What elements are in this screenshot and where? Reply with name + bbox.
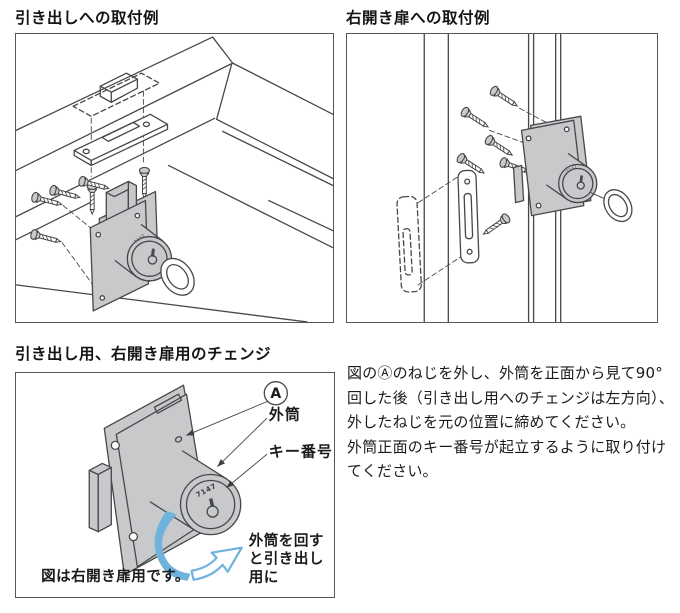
screw-icon: [138, 166, 150, 199]
key-number-label: キー番号: [269, 442, 333, 460]
instructions-text: 図のⒶのねじを外し、外筒を正面から見て90°回した後（引き出し用へのチェンジは左…: [347, 361, 678, 484]
key-number-stamp: 7147: [565, 164, 579, 176]
screw-icon: [483, 133, 516, 160]
key-number-leader: [226, 453, 268, 488]
screw-icon: [29, 228, 63, 247]
door-lock-body: 7147: [512, 115, 598, 217]
drawer-installation-diagram: 7147: [15, 33, 334, 323]
change-diagram: 7147 A 外筒 キー番号 図は右開き扉用です。 外筒を回す と引き出し 用に: [15, 372, 335, 598]
door-installation-diagram: 7147: [346, 33, 658, 323]
drawer-installation-drawing: 7147: [16, 36, 333, 322]
strike-plate: [457, 169, 480, 264]
drawer-panel-title: 引き出しへの取付例: [15, 9, 160, 27]
instructions-paragraph-1: 図のⒶのねじを外し、外筒を正面から見て90°回した後（引き出し用へのチェンジは左…: [347, 364, 674, 431]
door-panel-title: 右開き扉への取付例: [346, 9, 491, 27]
alignment-guide-lines: [417, 176, 463, 286]
outer-cylinder-label: 外筒: [268, 405, 301, 423]
screw-guide-lines: [489, 107, 553, 144]
screw-icon: [488, 84, 521, 111]
escutcheon-ring: [603, 189, 633, 223]
change-panel-title: 引き出し用、右開き扉用のチェンジ: [15, 345, 272, 363]
screw-icon: [480, 211, 512, 239]
drawer-lock-body: 7147: [89, 180, 173, 312]
arrow-note-line3: 用に: [249, 569, 279, 586]
outer-cylinder-leader: [217, 417, 268, 467]
hidden-strike-outline: [396, 195, 422, 293]
callout-a-label: A: [270, 386, 281, 402]
arrow-note-line2: と引き出し: [249, 550, 324, 568]
callout-a: A: [186, 381, 289, 436]
rotation-arrow: [154, 510, 243, 581]
screw-icon: [459, 105, 492, 132]
strike-plate: [73, 113, 169, 167]
change-drawing: 7147 A 外筒 キー番号 図は右開き扉用です。 外筒を回す と引き出し 用に: [41, 381, 333, 586]
figure-caption: 図は右開き扉用です。: [41, 567, 190, 585]
door-installation-drawing: 7147: [396, 34, 633, 322]
change-screw-a: [174, 436, 183, 443]
escutcheon-ring: [160, 257, 195, 296]
cabinet-and-drawer-lines: [16, 36, 333, 322]
change-lock-illustration: 7147: [88, 384, 242, 576]
screw-icon: [86, 182, 98, 215]
instructions-paragraph-2: 外筒正面のキー番号が起立するように取り付けてください。: [347, 437, 667, 481]
arrow-note-line1: 外筒を回す: [249, 532, 324, 550]
